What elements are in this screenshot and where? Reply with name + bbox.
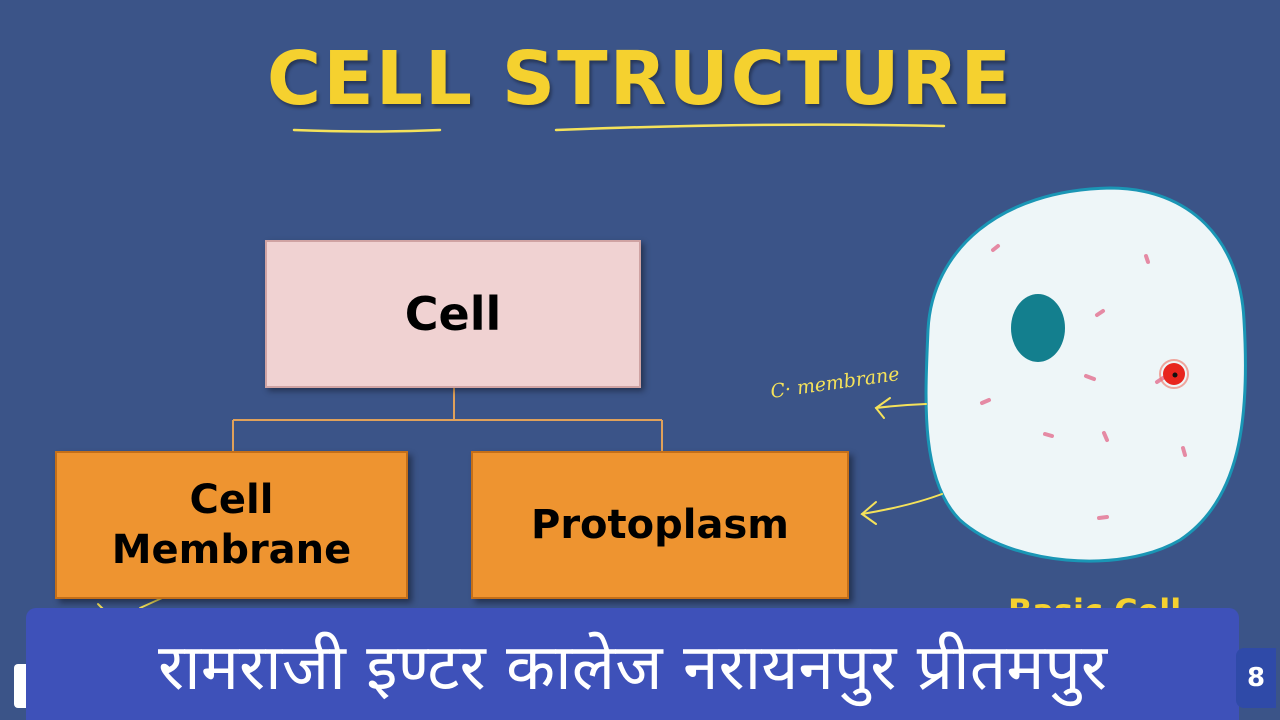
corner-number-badge: 8 (1236, 648, 1276, 708)
protoplasm-label: Protoplasm (531, 502, 789, 548)
tree-connectors (232, 388, 663, 451)
slide-title: CELL STRUCTURE (266, 36, 1014, 122)
membrane-label-line1: Cell (189, 477, 274, 523)
college-name-banner: रामराजी इण्टर कालेज नरायनपुर प्रीतमपुर (26, 608, 1239, 720)
membrane-label-line2: Membrane (111, 527, 352, 573)
left-edge-tab (14, 664, 28, 708)
banner-text: रामराजी इण्टर कालेज नरायनपुर प्रीतमपुर (157, 630, 1108, 705)
protoplasm-box: Protoplasm (471, 451, 849, 599)
cell-membrane-box: Cell Membrane (55, 451, 408, 599)
title-underline-left (292, 128, 442, 133)
cell-organelles (980, 244, 1187, 520)
nucleus (1011, 294, 1065, 362)
cell-membrane-label: Cell Membrane (112, 475, 352, 575)
corner-number: 8 (1246, 663, 1266, 693)
cell-root-label: Cell (404, 287, 502, 341)
cell-root-box: Cell (265, 240, 641, 388)
title-underline-right (554, 123, 946, 132)
